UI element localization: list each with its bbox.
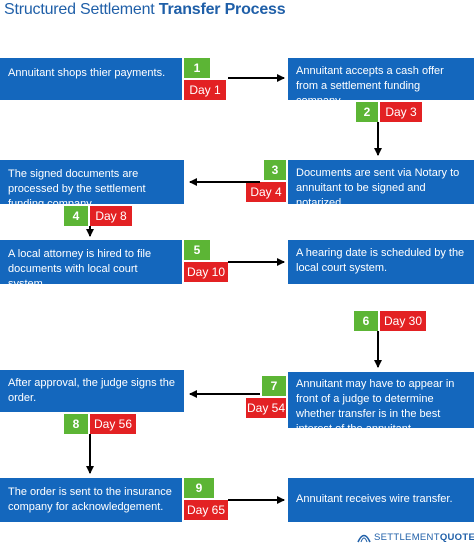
step-1-day: Day 1: [184, 80, 226, 100]
step-9-box: The order is sent to the insurance compa…: [0, 478, 182, 522]
step-5-number: 5: [184, 240, 210, 260]
step-4-box: The signed documents are processed by th…: [0, 160, 184, 210]
step-3-number: 3: [264, 160, 286, 180]
step-4-day: Day 8: [90, 206, 132, 226]
step-4-text: The signed documents are processed by th…: [8, 168, 146, 210]
title-part-2: Transfer Process: [158, 1, 286, 18]
step-9-number: 9: [184, 478, 214, 498]
step-8-box: After approval, the judge signs the orde…: [0, 370, 184, 412]
step-9-text: The order is sent to the insurance compa…: [8, 486, 172, 513]
logo-text-part-2: QUOTES: [439, 531, 474, 543]
step-1-number: 1: [184, 58, 210, 78]
step-10-text: Annuitant receives wire transfer.: [296, 493, 453, 505]
step-5-text: A local attorney is hired to file docume…: [8, 248, 152, 290]
step-5-box: A local attorney is hired to file docume…: [0, 240, 182, 290]
page-title: Structured Settlement Transfer Process: [4, 0, 286, 20]
step-1-box: Annuitant shops thier payments.: [0, 58, 182, 100]
step-7-text: Annuitant may have to appear in front of…: [296, 378, 455, 435]
step-2-box: Annuitant accepts a cash offer from a se…: [288, 58, 474, 107]
step-5-day: Day 10: [184, 262, 228, 282]
step-8-text: After approval, the judge signs the orde…: [8, 377, 175, 404]
logo-text: SETTLEMENTQUOTES: [374, 532, 474, 543]
step-8-number: 8: [64, 414, 88, 434]
step-6-day: Day 30: [380, 311, 426, 331]
step-6-text: A hearing date is scheduled by the local…: [296, 247, 465, 274]
step-1-text: Annuitant shops thier payments.: [8, 67, 166, 79]
step-2-number: 2: [356, 102, 378, 122]
road-logo-icon: [357, 534, 371, 543]
step-3-box: Documents are sent via Notary to annuita…: [288, 160, 474, 209]
step-4-number: 4: [64, 206, 88, 226]
step-9-day: Day 65: [184, 500, 228, 520]
settlementquotes-logo: SETTLEMENTQUOTES: [357, 530, 474, 544]
step-3-day: Day 4: [246, 182, 286, 202]
step-8-day: Day 56: [90, 414, 136, 434]
step-6-number: 6: [354, 311, 378, 331]
step-3-text: Documents are sent via Notary to annuita…: [296, 167, 460, 209]
step-10-box: Annuitant receives wire transfer.: [288, 478, 474, 522]
title-part-1: Structured Settlement: [4, 1, 155, 18]
step-7-box: Annuitant may have to appear in front of…: [288, 372, 474, 435]
step-2-text: Annuitant accepts a cash offer from a se…: [296, 65, 444, 107]
step-6-box: A hearing date is scheduled by the local…: [288, 240, 474, 284]
logo-text-part-1: SETTLEMENT: [374, 531, 440, 543]
step-7-day: Day 54: [246, 398, 286, 418]
step-2-day: Day 3: [380, 102, 422, 122]
step-7-number: 7: [262, 376, 286, 396]
